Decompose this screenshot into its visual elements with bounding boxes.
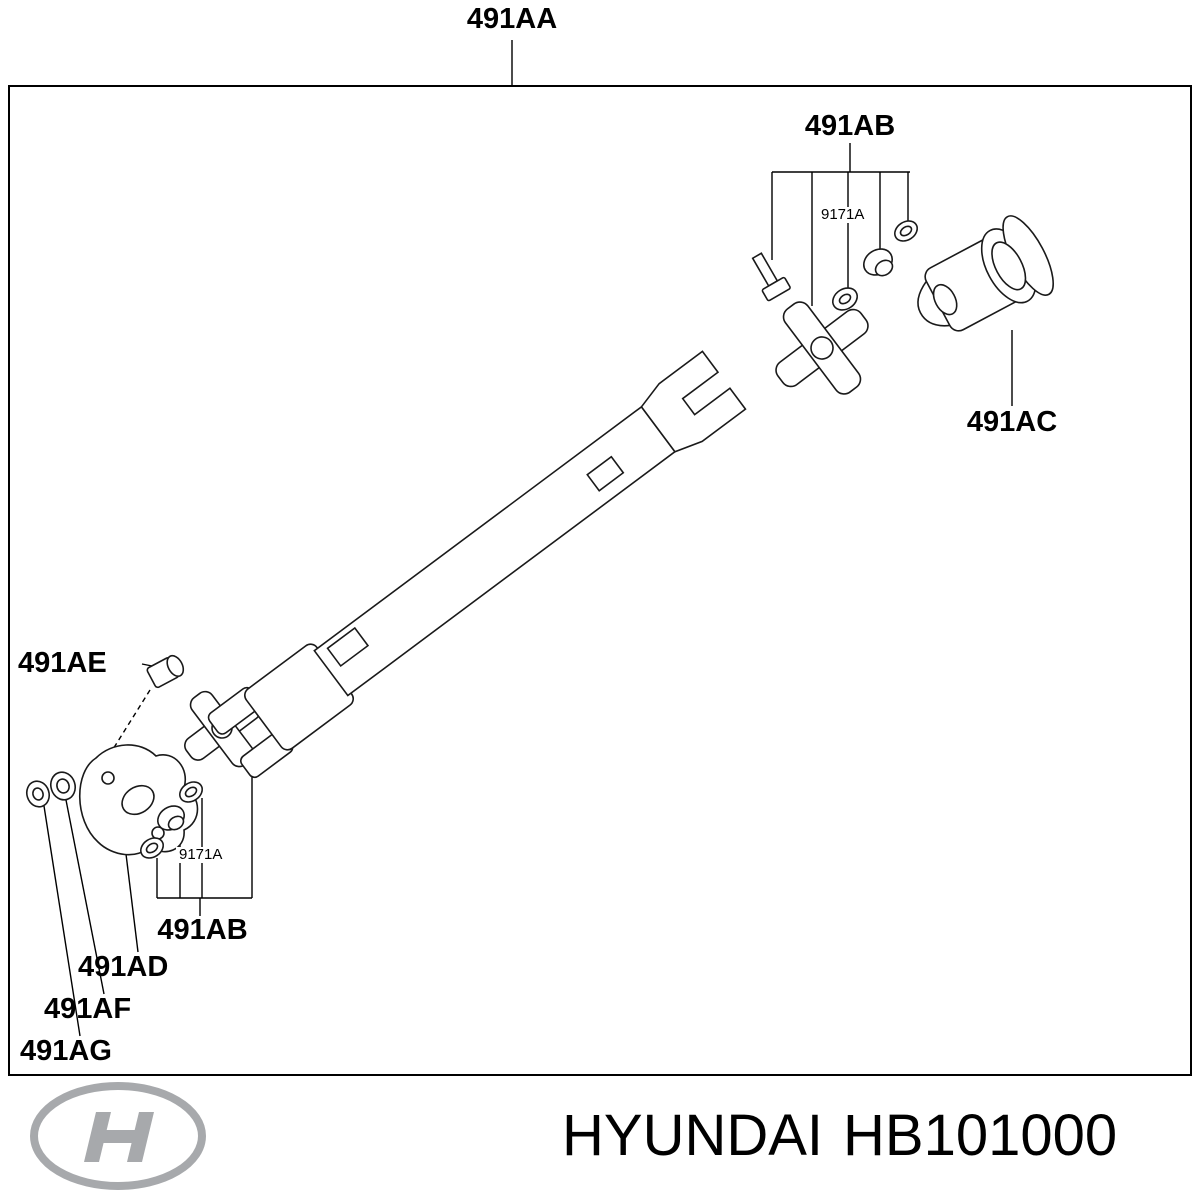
hyundai-logo-icon xyxy=(30,1082,206,1190)
part-label-491ab-bottom: 491AB xyxy=(157,914,248,946)
part-label-491aa: 491AA xyxy=(466,3,558,35)
part-label-491ae: 491AE xyxy=(18,647,107,679)
part-number: HB101000 xyxy=(843,1103,1118,1168)
part-label-491ad: 491AD xyxy=(78,951,169,983)
lock-nut xyxy=(146,654,185,689)
part-label-9171a-top: 9171A xyxy=(818,207,868,223)
upper-joint-parts xyxy=(751,215,1054,395)
footer-caption: HYUNDAI HB101000 xyxy=(562,1102,1117,1169)
part-label-491ab-top: 491AB xyxy=(804,110,896,142)
part-label-491ag: 491AG xyxy=(20,1035,112,1067)
propeller-shaft-tube xyxy=(207,350,747,779)
joint-bolt xyxy=(751,252,791,302)
part-label-491af: 491AF xyxy=(44,993,132,1025)
flange-yoke xyxy=(917,215,1054,332)
diagram-frame xyxy=(8,85,1192,1076)
part-label-9171a-bottom: 9171A xyxy=(176,847,226,863)
u-joint-spider-upper xyxy=(775,301,869,395)
brand-name: HYUNDAI xyxy=(562,1103,824,1168)
part-label-491ac: 491AC xyxy=(966,406,1058,438)
